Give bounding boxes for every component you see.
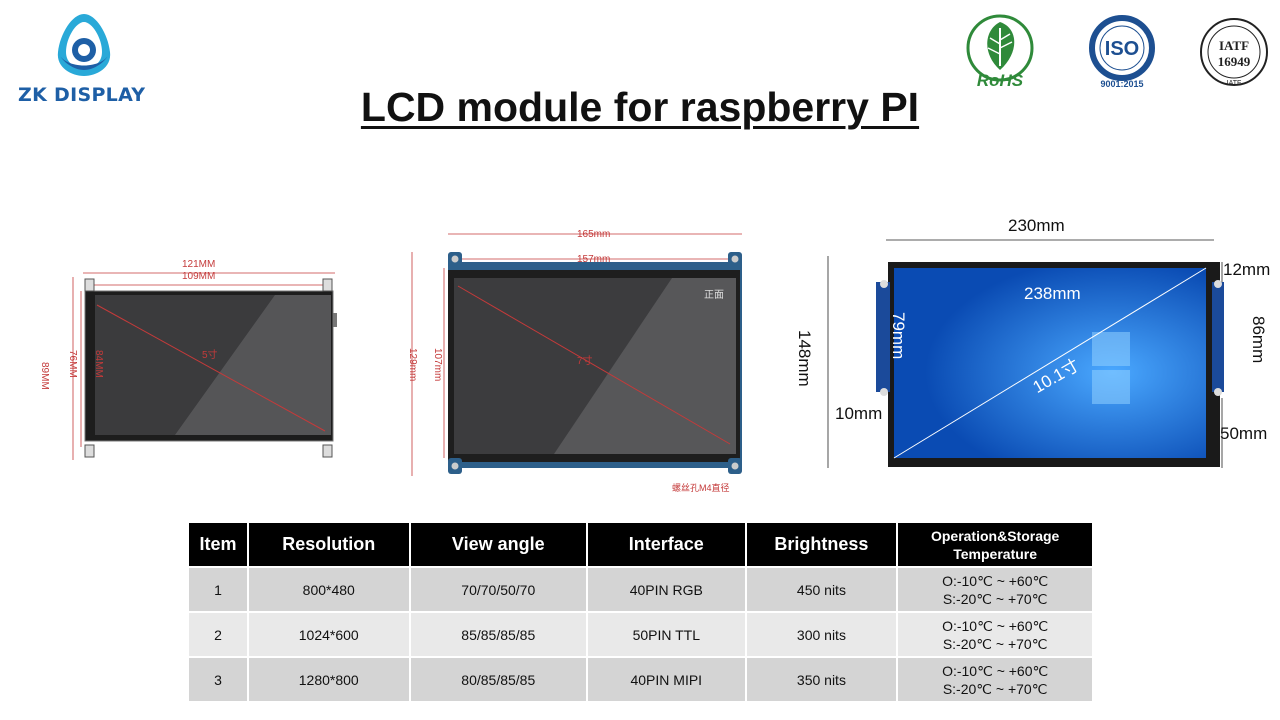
cell-interface: 40PIN MIPI [586, 656, 747, 703]
dim-width: 230mm [1008, 216, 1065, 235]
col-header-brightness: Brightness [744, 521, 899, 568]
cell-view-angle: 80/85/85/85 [408, 656, 589, 703]
col-header-interface: Interface [586, 521, 747, 568]
cell-resolution: 1024*600 [246, 611, 411, 658]
dim-left-offset: 10mm [835, 404, 883, 423]
iatf-icon: IATF 16949 IATF [1200, 18, 1268, 87]
mounting-hole-note: 螺丝孔M4直径 [672, 483, 730, 493]
cell-interface: 40PIN RGB [586, 566, 747, 613]
dim-outer-height: 129mm [407, 348, 418, 382]
dim-active-width: 109MM [182, 271, 216, 282]
dim-mid-height: 76MM [67, 350, 78, 378]
module-5inch-drawing [72, 272, 337, 460]
temp-operation: O:-10℃ ~ +60℃ [942, 662, 1049, 679]
dim-height: 148mm [795, 330, 814, 387]
table-row: 3 1280*800 80/85/85/85 40PIN MIPI 350 ni… [187, 656, 1094, 703]
iso-icon: ISO 9001:2015 [1089, 15, 1155, 89]
spec-table: Item Resolution View angle Interface Bri… [187, 521, 1094, 703]
rohs-icon: RoHS [966, 14, 1034, 90]
dim-active-width: 157mm [577, 254, 611, 265]
col-header-item: Item [187, 521, 249, 568]
iatf-label: IATF [1219, 38, 1249, 53]
brand-name: ZK DISPLAY [18, 84, 146, 106]
temp-storage: S:-20℃ ~ +70℃ [942, 590, 1048, 607]
dim-inner-height: 79mm [889, 312, 908, 360]
cell-temperature: O:-10℃ ~ +60℃ S:-20℃ ~ +70℃ [896, 611, 1094, 658]
table-header-row: Item Resolution View angle Interface Bri… [187, 521, 1094, 568]
dim-side-height: 86mm [1249, 316, 1268, 364]
dim-outer-height: 89MM [39, 362, 50, 390]
rohs-label: RoHS [977, 71, 1024, 90]
cell-brightness: 300 nits [744, 611, 899, 658]
dim-outer-width: 121MM [182, 259, 216, 270]
cell-item: 3 [187, 656, 249, 703]
table-row: 1 800*480 70/70/50/70 40PIN RGB 450 nits… [187, 566, 1094, 613]
dim-bottom-offset: 50mm [1220, 424, 1268, 443]
front-label: 正面 [704, 290, 724, 301]
cell-resolution: 1280*800 [246, 656, 411, 703]
dim-top-offset: 12mm [1223, 260, 1271, 279]
table-row: 2 1024*600 85/85/85/85 50PIN TTL 300 nit… [187, 611, 1094, 658]
cell-temperature: O:-10℃ ~ +60℃ S:-20℃ ~ +70℃ [896, 656, 1094, 703]
col-header-temperature: Operation&Storage Temperature [896, 521, 1094, 568]
zk-logo-icon [57, 14, 111, 76]
temp-operation: O:-10℃ ~ +60℃ [942, 617, 1049, 634]
screen-size-label: 7寸 [577, 356, 593, 367]
cell-view-angle: 70/70/50/70 [408, 566, 589, 613]
screen-size-label: 5寸 [202, 350, 218, 361]
iatf-sub: IATF [1227, 80, 1242, 87]
cell-brightness: 450 nits [744, 566, 899, 613]
dim-diagonal: 238mm [1024, 284, 1081, 303]
cell-brightness: 350 nits [744, 656, 899, 703]
page-title: LCD module for raspberry PI [360, 84, 920, 130]
temp-storage: S:-20℃ ~ +70℃ [942, 635, 1048, 652]
cell-view-angle: 85/85/85/85 [408, 611, 589, 658]
cell-item: 1 [187, 566, 249, 613]
cell-temperature: O:-10℃ ~ +60℃ S:-20℃ ~ +70℃ [896, 566, 1094, 613]
temp-operation: O:-10℃ ~ +60℃ [942, 572, 1049, 589]
col-header-resolution: Resolution [246, 521, 411, 568]
module-7inch-drawing [411, 233, 742, 476]
cell-interface: 50PIN TTL [586, 611, 747, 658]
cell-resolution: 800*480 [246, 566, 411, 613]
iatf-code: 16949 [1218, 54, 1251, 69]
temp-storage: S:-20℃ ~ +70℃ [942, 680, 1048, 697]
col-header-view-angle: View angle [408, 521, 589, 568]
dim-outer-width: 165mm [577, 229, 611, 240]
brand-logo: ZK DISPLAY [18, 12, 148, 107]
dim-active-height: 84MM [93, 350, 104, 378]
iso-sub: 9001:2015 [1100, 79, 1143, 89]
dim-active-height: 107mm [432, 348, 443, 382]
iso-label: ISO [1105, 38, 1139, 60]
module-10inch-drawing [827, 239, 1224, 468]
cell-item: 2 [187, 611, 249, 658]
